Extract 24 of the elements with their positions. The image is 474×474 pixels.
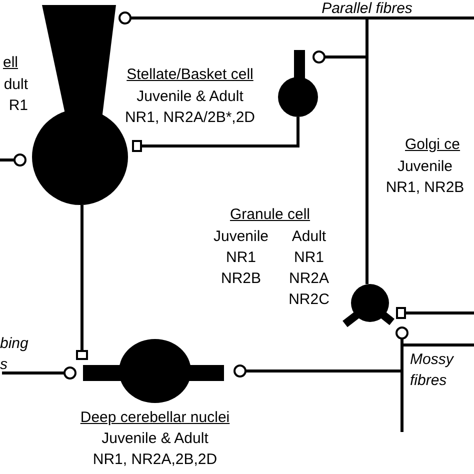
synapse-connector bbox=[402, 344, 474, 346]
synapse-connector bbox=[118, 12, 322, 24]
subunit-list: Juvenile & Adult NR1, NR2A,2B,2D bbox=[88, 428, 222, 470]
cell-name: Granule cell bbox=[230, 205, 310, 225]
synapse-connector bbox=[366, 18, 368, 284]
cell-name: Stellate/Basket cell bbox=[126, 65, 254, 85]
fibre-label: Mossy fibres bbox=[410, 349, 454, 391]
synapse-connector bbox=[396, 326, 408, 380]
cell-name: Deep cerebellar nuclei bbox=[80, 408, 230, 428]
synapse-connector bbox=[0, 154, 26, 166]
subunit-list: Juvenile & Adult NR1, NR2A/2B*,2D bbox=[122, 86, 258, 128]
synapse-connector bbox=[76, 205, 88, 360]
subunit-list: Juvenile NR1, NR2B bbox=[382, 156, 468, 198]
fibre-label: bing s bbox=[0, 333, 28, 375]
synapse-connector bbox=[234, 364, 402, 378]
subunit-list: Juvenile NR1 NR2B bbox=[213, 226, 269, 289]
cell-name: Golgi ce bbox=[405, 135, 460, 155]
fibre-label: Parallel fibres bbox=[322, 0, 412, 19]
synapse-connector bbox=[396, 307, 474, 319]
cell-name: ell bbox=[2, 53, 18, 73]
synapse-connector bbox=[2, 366, 76, 380]
synapse-connector bbox=[132, 117, 300, 152]
subunit-list: Adult NR1 NR2A NR2C bbox=[288, 226, 330, 310]
subunit-list: dult R1 bbox=[4, 74, 28, 116]
